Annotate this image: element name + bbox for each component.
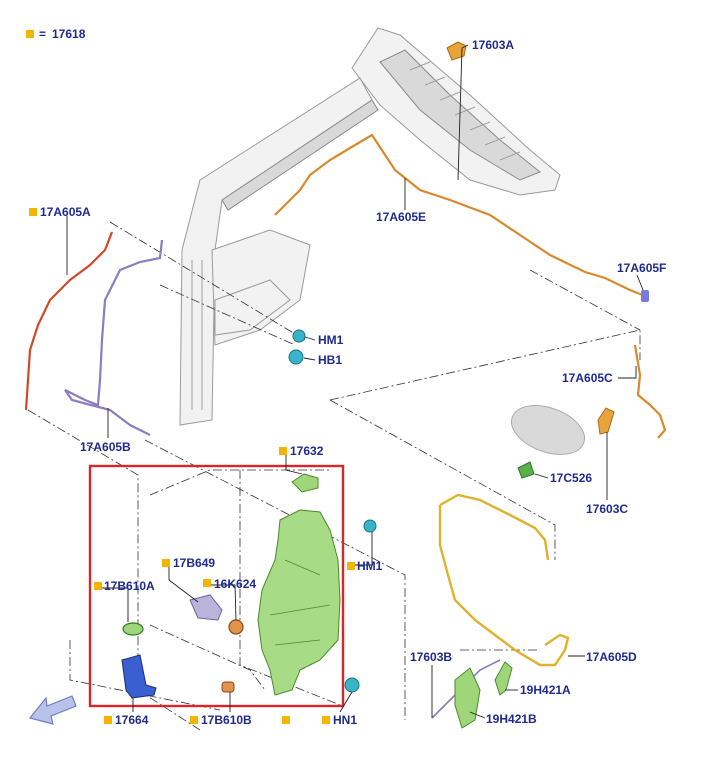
label-17603C[interactable]: 17603C [586, 502, 628, 516]
label-17A605E[interactable]: 17A605E [376, 210, 426, 224]
label-17A605A[interactable]: 17A605A [40, 205, 91, 219]
part-17664-icon[interactable] [121, 654, 157, 699]
part-HN1-icon[interactable] [344, 677, 360, 693]
label-HN1[interactable]: HN1 [333, 713, 357, 727]
construction-lines [27, 221, 641, 731]
part-17B610B-icon[interactable] [221, 681, 235, 693]
legend-code: 17618 [52, 27, 86, 41]
label-17B610A[interactable]: 17B610A [104, 579, 155, 593]
label-17A605C[interactable]: 17A605C [562, 371, 613, 385]
label-17A605F[interactable]: 17A605F [617, 261, 666, 275]
label-17A605B[interactable]: 17A605B [80, 440, 131, 454]
part-16K624-icon[interactable] [228, 619, 244, 635]
label-17632[interactable]: 17632 [290, 444, 324, 458]
leader-lines [66, 44, 644, 719]
label-17B649[interactable]: 17B649 [173, 556, 215, 570]
part-17B649-icon[interactable] [189, 594, 223, 621]
label-17603A[interactable]: 17603A [472, 38, 514, 52]
reservoir-assembly-highlight-box [88, 464, 345, 708]
part-19H421B-icon[interactable] [454, 667, 481, 729]
part-HM1-top-icon[interactable] [292, 329, 306, 343]
part-17632-icon[interactable] [291, 473, 319, 493]
hose-17A605D [438, 493, 570, 667]
legend-equals: = [39, 27, 46, 41]
part-17603A-icon[interactable] [446, 41, 467, 61]
part-insulator-icon [511, 405, 585, 455]
hose-17A605A [24, 231, 114, 411]
part-HM1-lower-icon[interactable] [363, 519, 377, 533]
front-direction-arrow-icon [28, 695, 77, 725]
label-17A605D[interactable]: 17A605D [586, 650, 637, 664]
label-17603B[interactable]: 17603B [410, 650, 452, 664]
part-17B610A-icon[interactable] [122, 622, 144, 636]
label-17664[interactable]: 17664 [115, 713, 149, 727]
part-17603C-icon[interactable] [597, 407, 615, 435]
body-frame [179, 27, 561, 426]
hose-17A605E [274, 133, 646, 298]
label-HB1[interactable]: HB1 [318, 353, 342, 367]
label-19H421B[interactable]: 19H421B [486, 712, 537, 726]
hose-17A605C [633, 344, 667, 439]
legend: = 17618 [26, 27, 86, 41]
part-17A605F-icon[interactable] [641, 290, 649, 302]
parts [288, 41, 649, 729]
part-reservoir-icon[interactable] [257, 509, 341, 696]
label-16K624[interactable]: 16K624 [214, 577, 256, 591]
reservoir-assembly [121, 473, 377, 699]
label-19H421A[interactable]: 19H421A [520, 683, 571, 697]
label-17C526[interactable]: 17C526 [550, 471, 592, 485]
label-HM1-lower[interactable]: HM1 [357, 559, 383, 573]
legend-marker-icon [26, 30, 34, 38]
label-17B610B[interactable]: 17B610B [201, 713, 252, 727]
label-HM1-top[interactable]: HM1 [318, 333, 344, 347]
part-labels: 17603A 17A605A 17A605E 17A605F HM1 HB1 1… [40, 38, 666, 727]
hoses [24, 133, 667, 719]
part-HB1-icon[interactable] [288, 349, 304, 365]
part-17C526-icon[interactable] [517, 461, 535, 479]
hose-17A605B [64, 239, 164, 436]
part-19H421A-icon[interactable] [494, 661, 513, 696]
label-markers [29, 208, 355, 724]
